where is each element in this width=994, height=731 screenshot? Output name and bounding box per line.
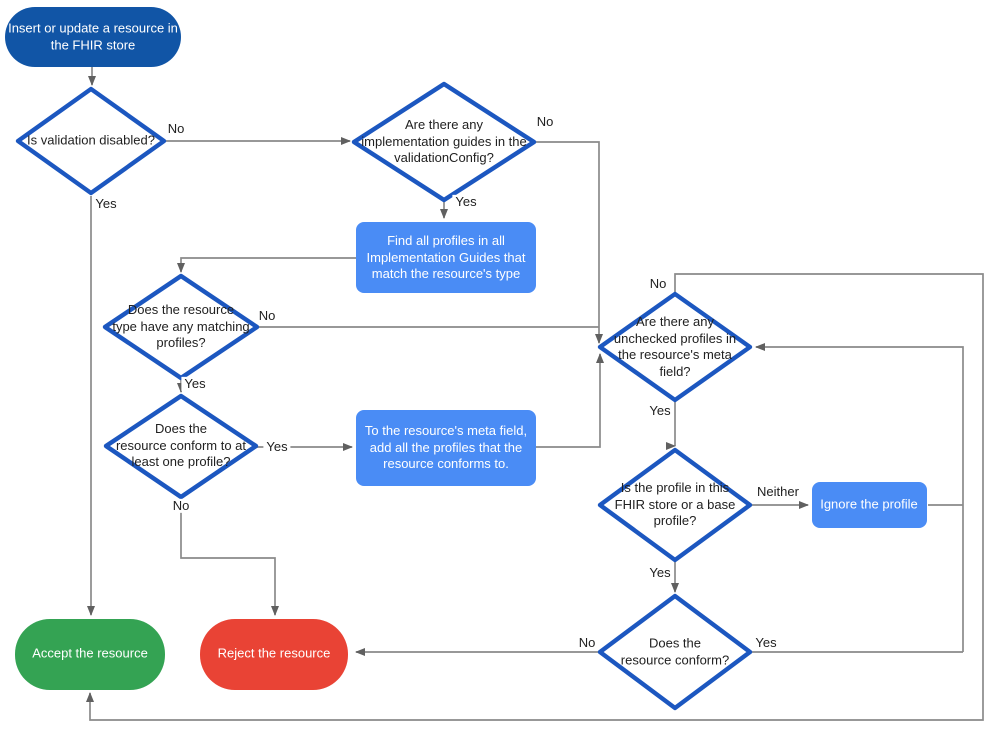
matching-profiles-decision xyxy=(102,273,260,381)
edge-return-to-unchecked xyxy=(755,343,964,652)
start-node xyxy=(5,7,181,67)
resource-conform-decision xyxy=(597,593,753,711)
edge-conform-one-no xyxy=(180,498,279,616)
accept-node xyxy=(15,619,165,690)
find-profiles-process xyxy=(356,222,536,293)
reject-node xyxy=(200,619,348,690)
add-profiles-process xyxy=(356,410,536,486)
profile-in-store-decision xyxy=(597,447,753,563)
conforms-to-one-decision xyxy=(103,393,259,500)
ignore-profile-process xyxy=(812,482,927,528)
edge-find-to-matching xyxy=(177,257,356,273)
edge-meta-to-unchecked xyxy=(536,353,604,448)
edge-unchecked-no xyxy=(86,273,984,721)
validation-disabled-decision xyxy=(15,86,167,196)
unchecked-profiles-decision xyxy=(597,291,753,403)
edge-guides-no xyxy=(536,141,603,344)
implementation-guides-decision xyxy=(351,81,537,203)
